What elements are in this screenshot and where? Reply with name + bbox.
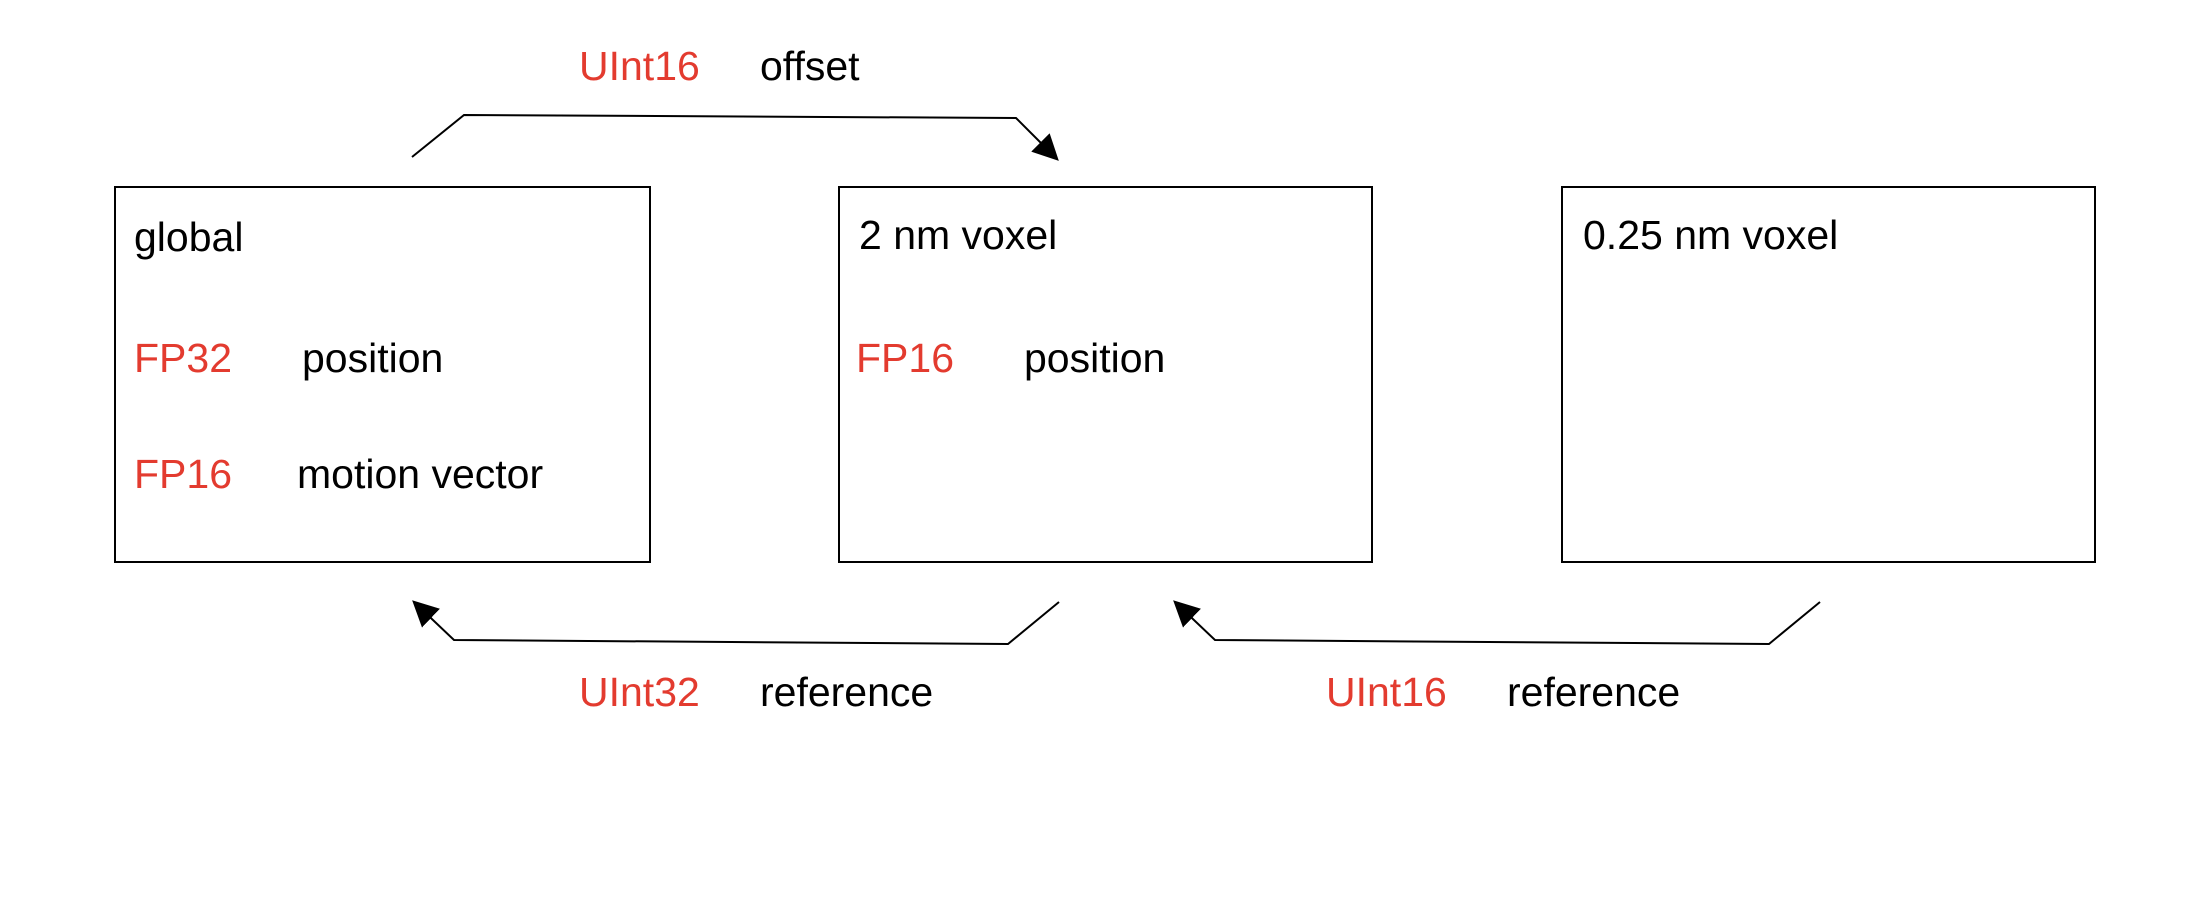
box-global-title: global <box>134 214 243 260</box>
connector-offset-name: offset <box>760 43 860 89</box>
box-global-field-1-name: position <box>302 335 443 381</box>
box-025nm-voxel-title: 0.25 nm voxel <box>1583 212 1838 258</box>
box-global-field-2-name: motion vector <box>297 451 543 497</box>
connector-reference-uint16: UInt16 reference <box>1173 600 1821 715</box>
box-global-field-1-type: FP32 <box>134 335 232 381</box>
box-2nm-voxel-title: 2 nm voxel <box>859 212 1057 258</box>
box-global: global FP32 position FP16 motion vector <box>114 186 651 563</box>
connector-reference-uint16-arrow <box>1173 600 1821 646</box>
connector-offset-type: UInt16 <box>579 43 700 89</box>
connector-reference-uint32-arrow <box>412 600 1060 646</box>
connector-reference-uint32-type: UInt32 <box>579 669 700 715</box>
connector-offset-arrow <box>411 113 1059 161</box>
box-2nm-voxel-field-1-type: FP16 <box>856 335 954 381</box>
connector-reference-uint16-type: UInt16 <box>1326 669 1447 715</box>
connector-reference-uint32-name: reference <box>760 669 933 715</box>
box-025nm-voxel: 0.25 nm voxel <box>1561 186 2096 563</box>
box-2nm-voxel: 2 nm voxel FP16 position <box>838 186 1373 563</box>
box-2nm-voxel-field-1-name: position <box>1024 335 1165 381</box>
box-global-field-2-type: FP16 <box>134 451 232 497</box>
box-025nm-voxel-frame <box>1561 186 2096 563</box>
connector-reference-uint16-name: reference <box>1507 669 1680 715</box>
box-global-frame <box>114 186 651 563</box>
connector-reference-uint32: UInt32 reference <box>412 600 1060 715</box>
connector-offset: UInt16 offset <box>411 43 1059 161</box>
box-2nm-voxel-frame <box>838 186 1373 563</box>
